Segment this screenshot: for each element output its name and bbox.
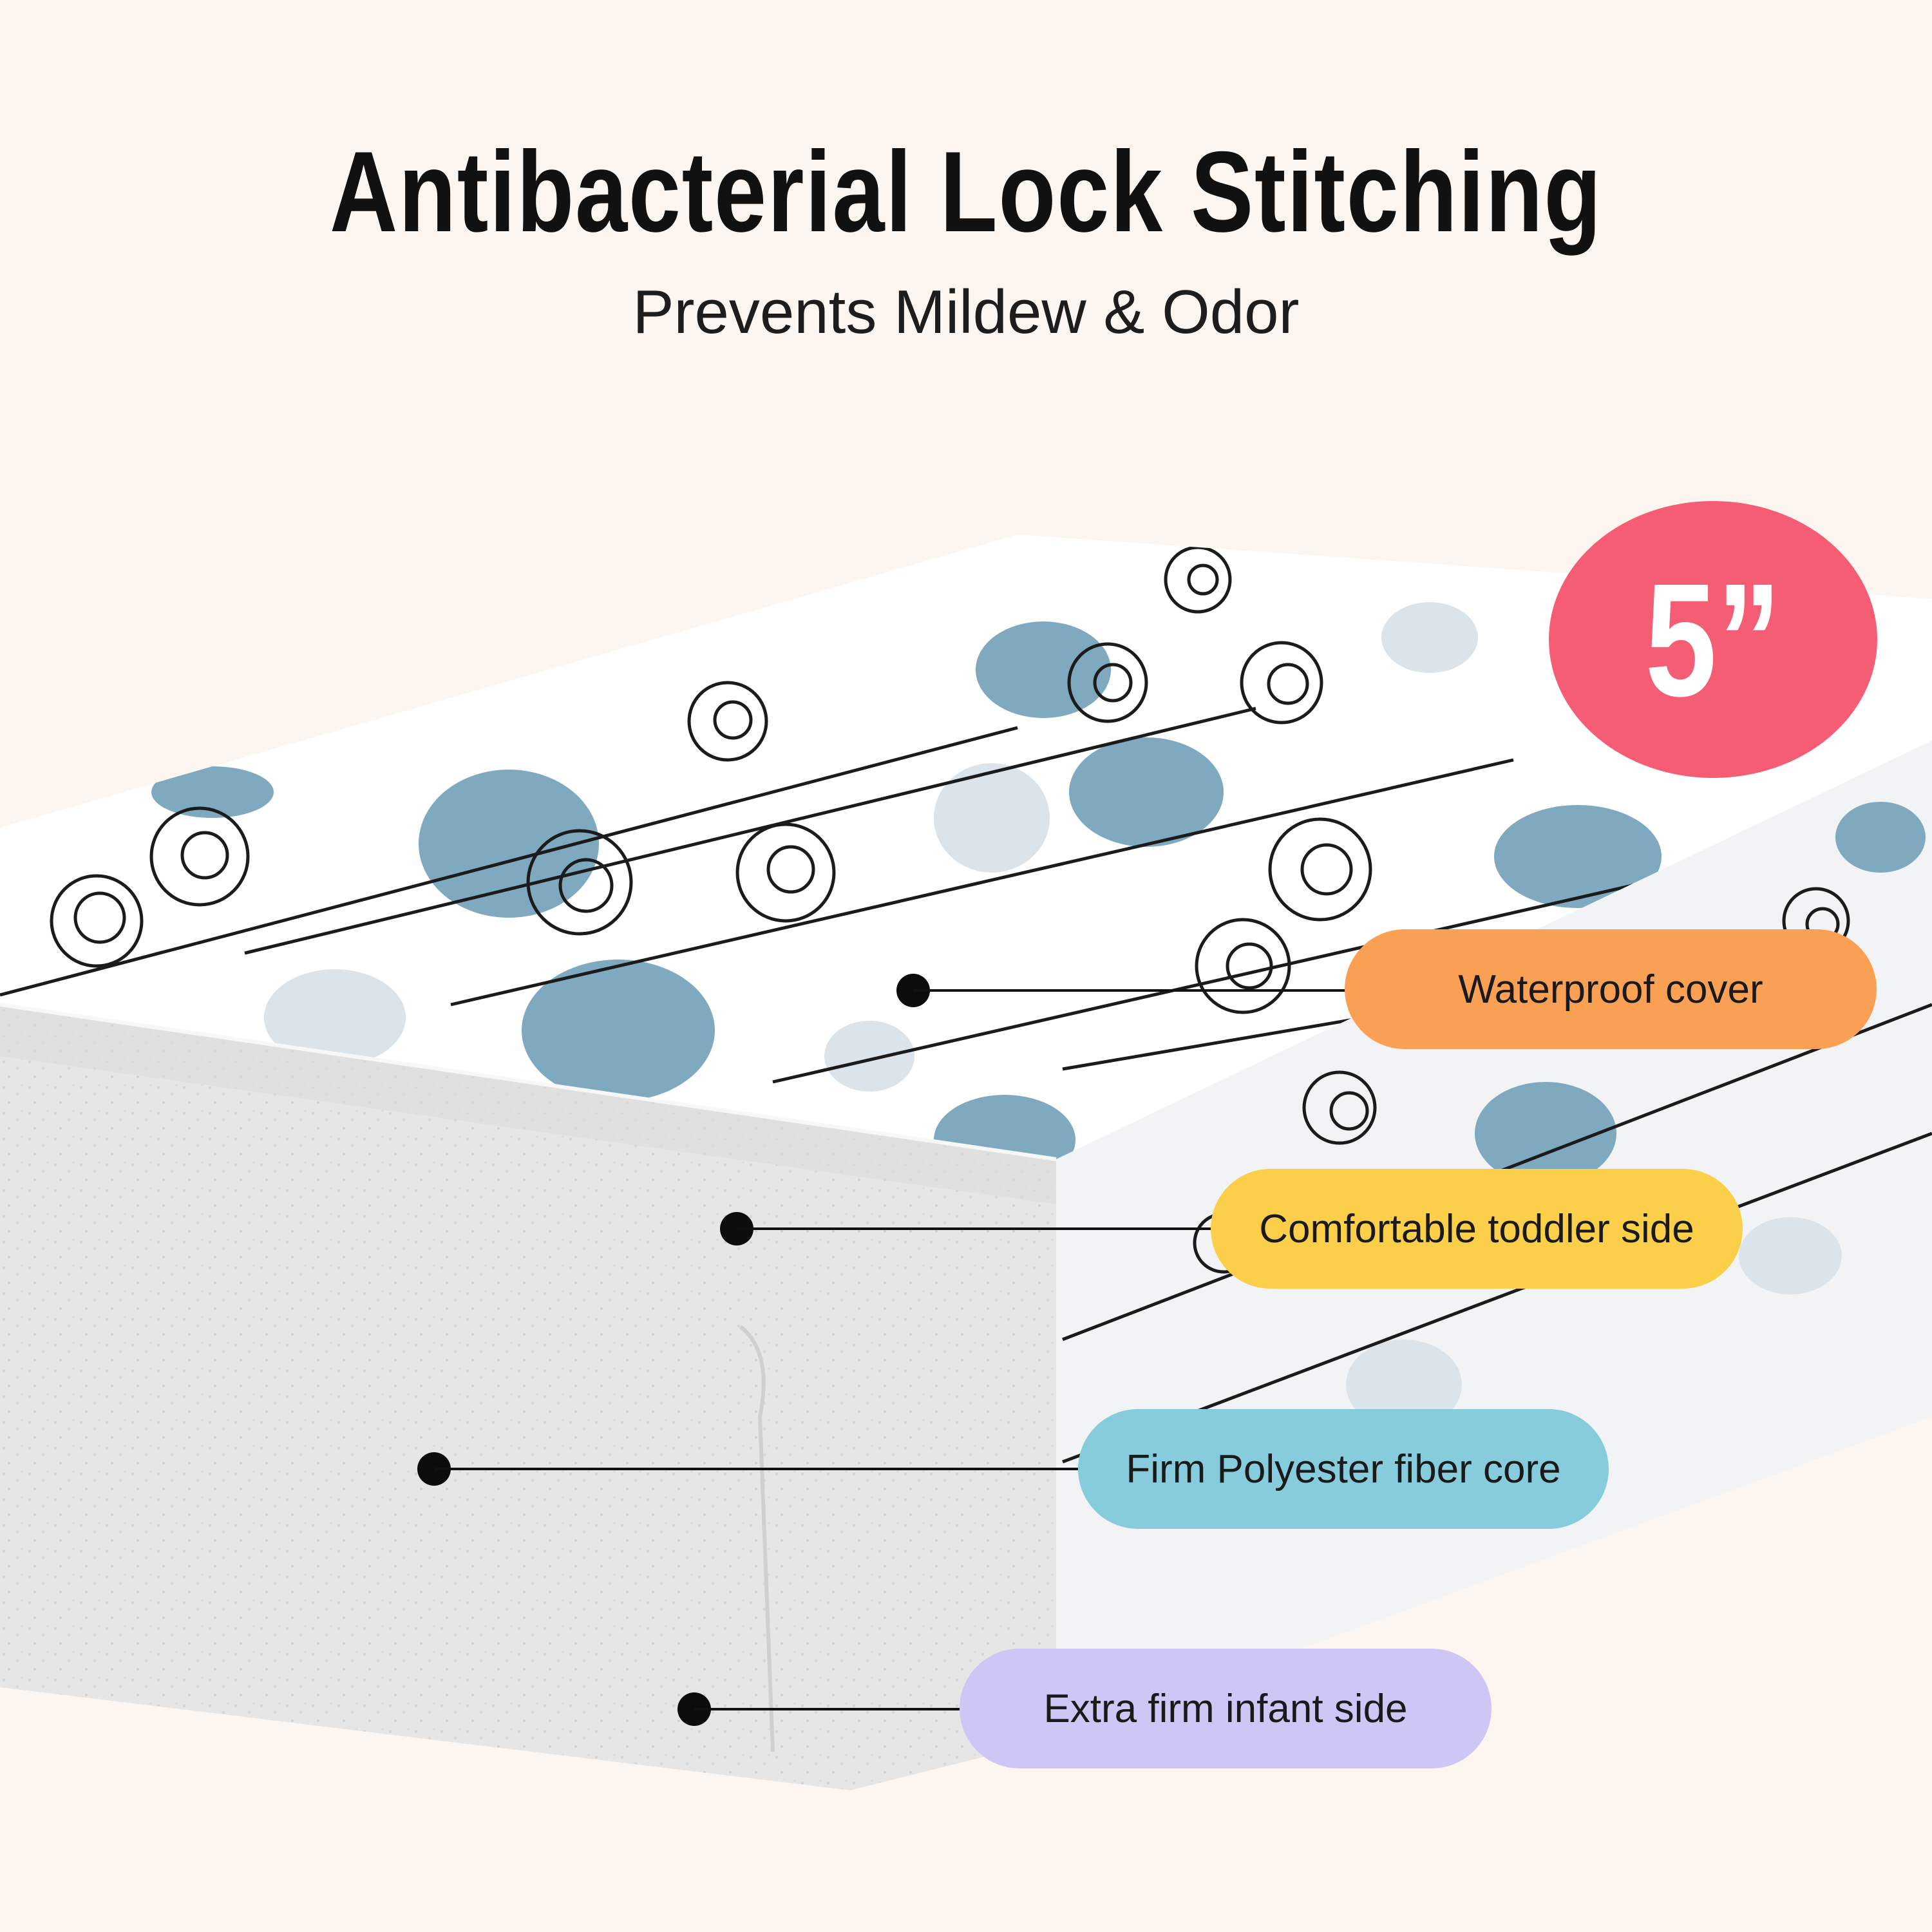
callout-infant-side: Extra firm infant side	[960, 1649, 1492, 1768]
thickness-label: 5”	[1645, 549, 1781, 730]
foam-core	[0, 1005, 1056, 1790]
callout-waterproof-cover: Waterproof cover	[1345, 929, 1877, 1049]
thickness-badge: 5”	[1549, 501, 1877, 778]
cover-top	[0, 535, 1932, 1159]
callout-line-infant	[694, 1708, 967, 1710]
callout-line-waterproof	[913, 989, 1352, 992]
page-title: Antibacterial Lock Stitching	[329, 128, 1603, 256]
page-subtitle: Prevents Mildew & Odor	[632, 278, 1300, 346]
callout-polyester-core: Firm Polyester fiber core	[1078, 1409, 1609, 1529]
callout-line-toddler	[737, 1227, 1218, 1230]
callout-toddler-side: Comfortable toddler side	[1211, 1169, 1743, 1289]
callout-line-core	[434, 1468, 1086, 1470]
